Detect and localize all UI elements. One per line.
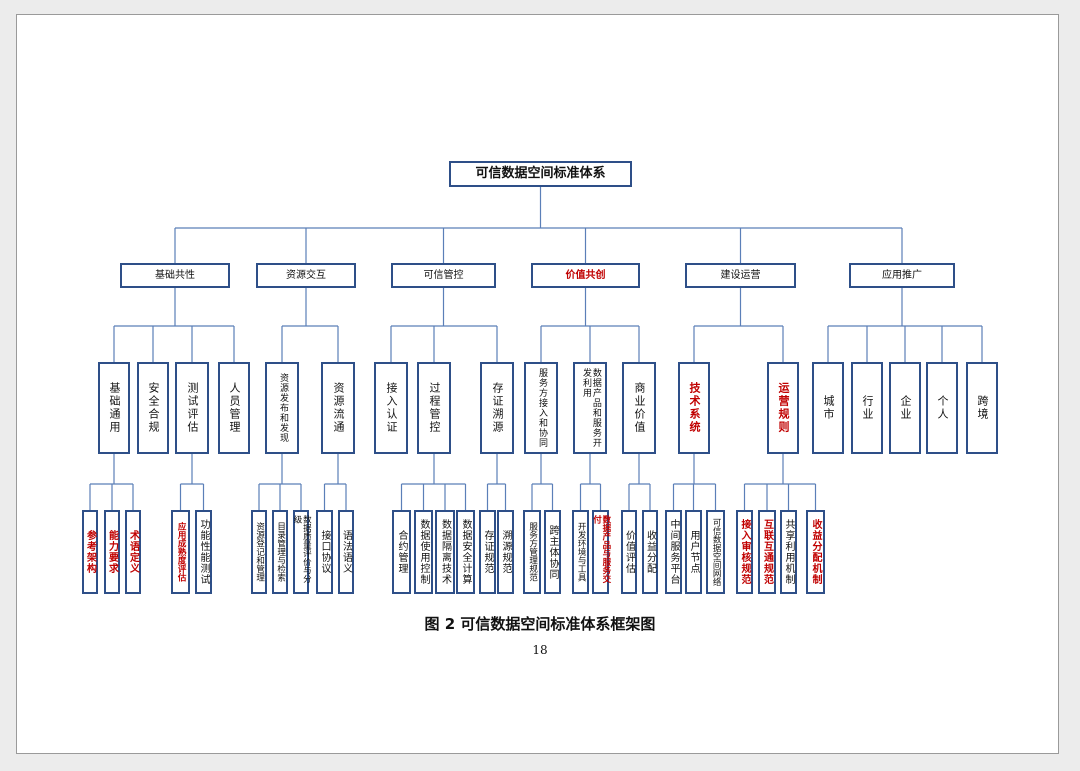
subcategory-node: 存证溯源 (480, 362, 514, 454)
standard-item-node: 应用成熟度评估 (171, 510, 190, 594)
subcategory-node: 服务方接入和协同 (524, 362, 558, 454)
standard-item-node: 数据安全计算 (456, 510, 475, 594)
standard-item-node: 可信数据空间网络 (706, 510, 725, 594)
standard-item-node: 术语定义 (125, 510, 141, 594)
standard-item-node: 互联互通规范 (758, 510, 776, 594)
root-node: 可信数据空间标准体系 (449, 161, 632, 187)
standard-item-node: 服务方管理规范 (523, 510, 541, 594)
category-node: 建设运营 (685, 263, 796, 288)
standard-item-node: 开发环境与工具 (572, 510, 589, 594)
figure-caption: 图 2 可信数据空间标准体系框架图 (424, 615, 656, 633)
subcategory-node: 个人 (926, 362, 958, 454)
standard-item-node: 跨主体协同 (544, 510, 561, 594)
category-node: 可信管控 (391, 263, 496, 288)
standard-item-node: 参考架构 (82, 510, 98, 594)
category-node: 价值共创 (531, 263, 640, 288)
subcategory-node: 基础通用 (98, 362, 130, 454)
standard-item-node: 数据产品与服务交付 (592, 510, 611, 594)
standard-item-node: 资源登记和管理 (251, 510, 267, 594)
standard-item-node: 接口协议 (316, 510, 333, 594)
standard-item-node: 价值评估 (621, 510, 637, 594)
standard-item-node: 数据质量评价与分级 (292, 510, 311, 594)
standard-item-node: 接入审核规范 (736, 510, 753, 594)
subcategory-node: 过程管控 (417, 362, 451, 454)
subcategory-node: 商业价值 (622, 362, 656, 454)
standard-item-node: 收益分配机制 (806, 510, 825, 594)
category-node: 应用推广 (849, 263, 955, 288)
category-node: 基础共性 (120, 263, 230, 288)
page-number: 18 (532, 643, 548, 657)
subcategory-node: 资源发布和发现 (265, 362, 299, 454)
standard-item-node: 溯源规范 (497, 510, 514, 594)
subcategory-node: 企业 (889, 362, 921, 454)
subcategory-node: 人员管理 (218, 362, 250, 454)
standard-item-node: 合约管理 (392, 510, 411, 594)
subcategory-node: 安全合规 (137, 362, 169, 454)
subcategory-node: 数据产品和服务开发利用 (573, 362, 607, 454)
subcategory-node: 技术系统 (678, 362, 710, 454)
subcategory-node: 行业 (851, 362, 883, 454)
standard-item-node: 目录管理与检索 (272, 510, 288, 594)
subcategory-node: 测试评估 (175, 362, 209, 454)
standard-item-node: 数据使用控制 (414, 510, 433, 594)
standard-item-node: 功能性能测试 (195, 510, 212, 594)
subcategory-node: 运营规则 (767, 362, 799, 454)
standard-item-node: 能力要求 (104, 510, 120, 594)
standard-item-node: 收益分配 (642, 510, 658, 594)
standard-item-node: 共享利用机制 (780, 510, 797, 594)
standard-item-node: 数据隔离技术 (435, 510, 455, 594)
standard-item-node: 存证规范 (479, 510, 496, 594)
standard-item-node: 中间服务平台 (665, 510, 682, 594)
subcategory-node: 资源流通 (321, 362, 355, 454)
category-node: 资源交互 (256, 263, 356, 288)
subcategory-node: 跨境 (966, 362, 998, 454)
standard-item-node: 用户节点 (685, 510, 702, 594)
subcategory-node: 城市 (812, 362, 844, 454)
standard-item-node: 语法语义 (338, 510, 354, 594)
subcategory-node: 接入认证 (374, 362, 408, 454)
